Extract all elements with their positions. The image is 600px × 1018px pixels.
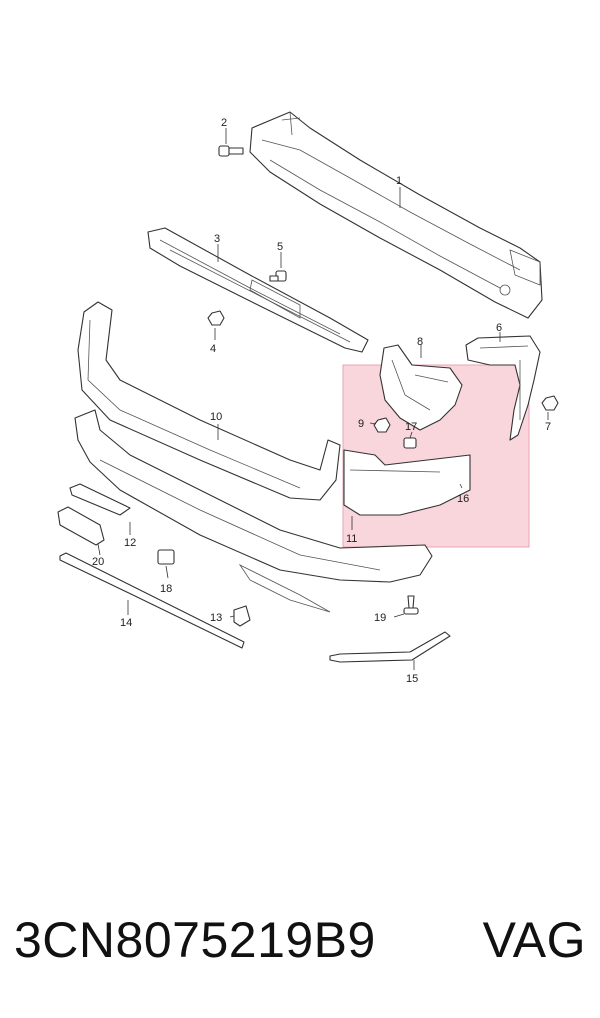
callout-2: 2 [221,117,227,129]
part-8-mounting-bracket [379,344,463,431]
callout-4: 4 [210,343,216,355]
brand-name: VAG [482,912,586,968]
callout-6: 6 [496,322,502,334]
part-1-reinforcement-beam [249,111,543,319]
callout-7: 7 [545,421,551,433]
part-20-trim [57,483,131,546]
callout-19: 19 [374,612,386,624]
callout-10: 10 [210,411,222,423]
caption-bar: 3CN8075219B9 VAG [0,905,600,975]
part-3-energy-absorber [147,227,369,353]
part-10-bumper-cover [77,301,341,501]
part-6-guide-bracket [465,335,541,441]
callout-9: 9 [358,418,364,430]
part-15-side-strip [329,631,451,663]
part-number: 3CN8075219B9 [14,912,376,968]
part-9-nut [373,417,391,433]
callout-3: 3 [214,233,220,245]
callout-18: 18 [160,583,172,595]
callout-11: 11 [346,533,357,545]
callout-1: 1 [396,175,402,187]
callout-14: 14 [120,617,132,629]
callout-5: 5 [277,241,283,253]
part-5-bolt [269,270,287,282]
part-11-bumper-side [343,449,471,516]
part-7-nut [541,395,559,411]
callout-16: 16 [457,493,469,505]
callout-20: 20 [92,556,104,568]
part-18-cap [157,549,175,565]
part-4-nut [207,310,225,326]
callout-8: 8 [417,336,423,348]
callout-17: 17 [405,421,417,433]
part-19-screw [403,595,419,615]
part-13-tow-cap [233,605,251,627]
part-14-lower-strip [59,552,245,649]
part-2-bolt [218,145,244,157]
exploded-parts-diagram: 1 2 3 4 5 6 7 8 9 10 11 12 13 14 15 16 1… [57,111,559,685]
leader-lines [97,128,549,670]
callout-12: 12 [124,537,136,549]
callout-15: 15 [406,673,418,685]
part-12-lower-panel [74,409,433,613]
callout-13: 13 [210,612,222,624]
part-17-clip [403,437,417,449]
